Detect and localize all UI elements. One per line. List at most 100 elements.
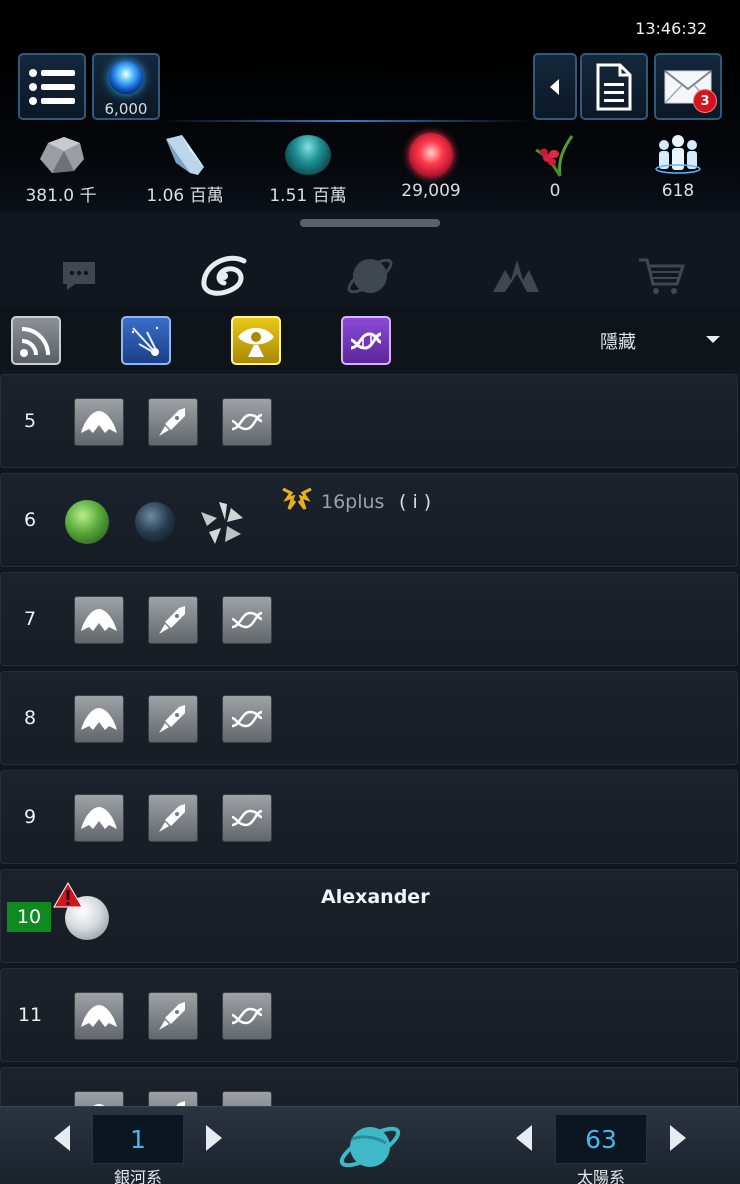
tab-shop[interactable]: [631, 246, 691, 306]
drag-handle[interactable]: [300, 219, 440, 227]
dna-icon: [231, 1007, 263, 1025]
food-amount: 0: [549, 181, 561, 201]
player-name[interactable]: Alexander: [321, 886, 430, 908]
eye-icon: [238, 327, 274, 357]
tab-bar: [0, 238, 740, 312]
population-icon: [655, 135, 701, 174]
debris-icon[interactable]: [197, 498, 247, 546]
research-button[interactable]: [222, 794, 272, 842]
chat-icon: [63, 262, 95, 290]
slot-row-10[interactable]: 10 Alexander: [0, 869, 738, 963]
status-bar: 13:46:32: [0, 0, 740, 52]
header-divider: [160, 120, 532, 122]
system-label: 太陽系: [576, 1168, 625, 1184]
colonize-button[interactable]: [74, 695, 124, 743]
chevron-left-icon: [550, 78, 559, 95]
reports-button[interactable]: [580, 53, 648, 120]
collapse-button[interactable]: [533, 53, 577, 120]
filter-research-button[interactable]: [341, 316, 391, 365]
colonize-button[interactable]: [74, 992, 124, 1040]
research-button[interactable]: [222, 992, 272, 1040]
metal-icon: [40, 137, 84, 173]
galaxy-icon: [201, 255, 247, 296]
missile-button[interactable]: [148, 794, 198, 842]
filter-debris-button[interactable]: [121, 316, 171, 365]
ship-icon: [81, 609, 117, 631]
visibility-dropdown[interactable]: 隱藏: [560, 322, 740, 360]
alliance-tag[interactable]: 16plus: [321, 491, 385, 513]
tab-galaxy[interactable]: [194, 246, 254, 306]
slot-row-12[interactable]: 12: [0, 1067, 738, 1106]
slot-position: 5: [23, 410, 37, 432]
missile-button[interactable]: [148, 695, 198, 743]
missile-button[interactable]: [148, 398, 198, 446]
missile-button[interactable]: [148, 596, 198, 644]
comet-icon: [131, 326, 159, 356]
dna-icon: [231, 809, 263, 827]
galaxy-label: 銀河系: [113, 1168, 162, 1184]
premium-currency-button[interactable]: 6,000: [92, 53, 160, 120]
slot-row-9[interactable]: 9: [0, 770, 738, 864]
dropdown-selected-value: 隱藏: [600, 332, 636, 353]
system-next-button[interactable]: [670, 1125, 686, 1151]
rocket-icon: [159, 408, 185, 436]
document-icon: [596, 63, 632, 110]
research-button[interactable]: [222, 1091, 272, 1106]
ship-icon: [81, 1005, 117, 1027]
metal-amount: 381.0 千: [25, 186, 97, 206]
slot-row-11[interactable]: 11: [0, 968, 738, 1062]
list-menu-icon: [29, 68, 75, 105]
alliance-info-link[interactable]: ( i ): [399, 491, 432, 513]
mail-button[interactable]: 3: [654, 53, 722, 120]
colonize-button[interactable]: [74, 794, 124, 842]
colonize-button[interactable]: [74, 1091, 124, 1106]
slot-row-6[interactable]: 6 16plus ( i ): [0, 473, 738, 567]
slot-row-7[interactable]: 7: [0, 572, 738, 666]
menu-button[interactable]: [18, 53, 86, 120]
tab-planet[interactable]: [340, 246, 400, 306]
slot-row-8[interactable]: 8: [0, 671, 738, 765]
moon-image[interactable]: [135, 502, 175, 542]
research-button[interactable]: [222, 596, 272, 644]
resource-deuterium[interactable]: 1.51 百萬: [253, 132, 363, 206]
system-input[interactable]: 63: [555, 1114, 647, 1164]
filter-watch-button[interactable]: [231, 316, 281, 365]
resource-energy[interactable]: 29,009: [376, 132, 486, 201]
colonize-button[interactable]: [74, 398, 124, 446]
resource-crystal[interactable]: 1.06 百萬: [130, 132, 240, 206]
alliance-icon: [493, 260, 539, 292]
galaxy-next-button[interactable]: [206, 1125, 222, 1151]
energy-icon: [409, 133, 453, 177]
planet-image[interactable]: [65, 500, 109, 544]
research-button[interactable]: [222, 695, 272, 743]
galaxy-view-panel: 隱藏 5 6: [0, 212, 740, 1106]
dna-icon: [350, 331, 382, 350]
galaxy-input[interactable]: 1: [92, 1114, 184, 1164]
tab-alliance[interactable]: [486, 246, 546, 306]
filter-espionage-button[interactable]: [11, 316, 61, 365]
dna-icon: [231, 611, 263, 629]
slot-position: 11: [17, 1004, 43, 1026]
research-button[interactable]: [222, 398, 272, 446]
dna-icon: [231, 710, 263, 728]
deuterium-amount: 1.51 百萬: [269, 186, 347, 206]
missile-button[interactable]: [148, 992, 198, 1040]
rocket-icon: [159, 705, 185, 733]
caret-down-icon: [706, 336, 720, 343]
system-prev-button[interactable]: [516, 1125, 532, 1151]
header: 6,000 3: [0, 52, 740, 212]
resource-metal[interactable]: 381.0 千: [6, 132, 116, 206]
galaxy-prev-button[interactable]: [54, 1125, 70, 1151]
shop-cart-icon: [639, 258, 685, 294]
resource-population[interactable]: 618: [623, 132, 733, 201]
rocket-icon: [159, 1002, 185, 1030]
dna-icon: [228, 1098, 266, 1106]
rocket-icon: [159, 606, 185, 634]
planet-view-button[interactable]: [336, 1115, 404, 1179]
colonize-button[interactable]: [74, 596, 124, 644]
resource-food[interactable]: 0: [500, 132, 610, 201]
missile-button[interactable]: [148, 1091, 198, 1106]
slot-row-5[interactable]: 5: [0, 374, 738, 468]
tab-chat[interactable]: [49, 246, 109, 306]
dark-matter-icon: [109, 61, 143, 94]
